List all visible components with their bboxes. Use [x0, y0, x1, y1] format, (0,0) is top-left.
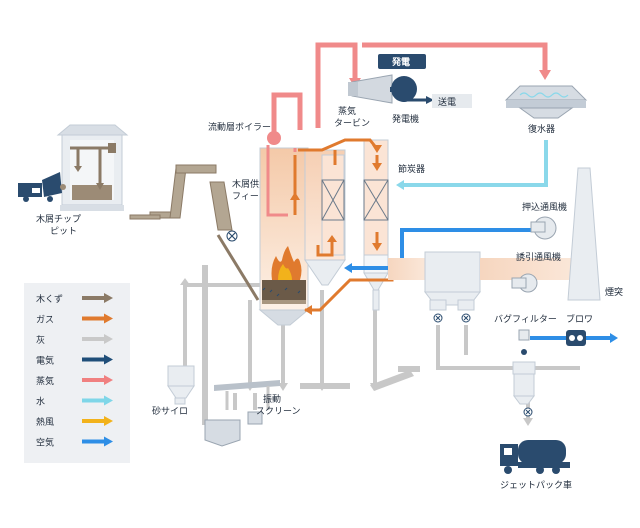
boiler-steam-riser [266, 145, 288, 217]
legend-item-label: 電気 [36, 355, 54, 367]
blower-label: ブロワ [566, 313, 593, 325]
steam-drum-icon [267, 131, 281, 145]
legend-item-arrow-icon [104, 354, 113, 365]
legend-item-arrow-icon [104, 334, 113, 344]
legend-item-label: 空気 [36, 437, 54, 449]
condenser-label: 復水器 [528, 123, 555, 135]
legend-item-label: 灰 [36, 334, 45, 346]
sand-silo-label: 砂サイロ [152, 405, 188, 417]
ash-conveyors [300, 366, 420, 391]
vib-screen [204, 380, 280, 447]
feeder-label: 木屑供給 [232, 178, 268, 190]
chimney-label: 煙突 [605, 286, 623, 298]
legend-item: 熱風 [36, 416, 113, 428]
generator-icon [390, 76, 417, 102]
water-line [402, 140, 548, 187]
legend-item: 蒸気 [36, 375, 113, 387]
transmission-badge: 送電 [432, 94, 472, 108]
vib-screen-label: 振動 [263, 393, 281, 405]
truck-icon [18, 172, 66, 202]
legend-item: 灰 [36, 334, 113, 346]
legend-item-label: 木くず [36, 293, 63, 305]
transmission-label: 送電 [438, 96, 456, 108]
feeder-valve-icon [226, 230, 238, 242]
wood-pit-label: 木屑チップ [36, 213, 81, 225]
feeder-label-2: フィーダ [232, 190, 268, 202]
bag-filter-label: バグフィルター [494, 313, 557, 325]
legend-item-arrow-icon [104, 293, 113, 303]
legend-item-arrow-icon [104, 313, 113, 324]
steam-lines [271, 42, 548, 135]
blower-icon [566, 330, 586, 346]
legend [24, 283, 130, 463]
wood-pit [56, 124, 129, 211]
vib-screen-label-2: スクリーン [256, 406, 301, 417]
fdf-label: 押込通風機 [522, 201, 567, 213]
legend-item: 空気 [36, 436, 113, 449]
boiler-label: 流動層ボイラー [208, 121, 271, 133]
legend-item-arrow-icon [104, 375, 113, 385]
power-gen-label: 発電 [391, 56, 410, 68]
bag-filter-branch [512, 329, 536, 417]
generator-label: 発電機 [392, 113, 419, 125]
legend-item: ガス [36, 313, 113, 326]
legend-item-arrow-icon [104, 395, 113, 406]
legend-item-label: 熱風 [36, 416, 54, 428]
idf-label: 誘引通風機 [516, 251, 561, 263]
legend-item: 木くず [36, 293, 113, 305]
ash-arrowheads [180, 278, 533, 426]
idf-icon [511, 273, 538, 293]
legend-item-arrow-icon [104, 436, 113, 447]
sand-silo [167, 265, 208, 425]
legend-item-label: ガス [36, 315, 54, 326]
economizer-label: 節炭器 [398, 163, 425, 175]
air-arrowheads [344, 263, 618, 343]
legend-item-label: 水 [36, 396, 45, 408]
turbine-label-2: タービン [334, 118, 370, 129]
legend-item-arrow-icon [104, 416, 113, 426]
boiler-gas-arrowhead [290, 192, 300, 200]
power-gen-badge: 発電 [378, 54, 426, 69]
chimney [567, 167, 601, 301]
jet-truck-label: ジェットパック車 [500, 479, 572, 491]
bag-filter-unit [388, 251, 580, 323]
wood-feed-line [216, 234, 260, 301]
water-arrowhead [396, 180, 404, 190]
legend-item: 水 [36, 395, 113, 408]
legend-item: 電気 [36, 354, 113, 367]
turbine-label: 蒸気 [338, 105, 356, 117]
wood-pit-label-2: ピット [50, 226, 77, 237]
wood-conveyor [129, 164, 233, 231]
jet-truck-icon [500, 440, 570, 474]
legend-item-label: 蒸気 [36, 375, 54, 387]
condenser-icon [504, 85, 588, 119]
turbine-icon [348, 74, 393, 104]
electric-line [402, 98, 428, 102]
electric-arrowhead [426, 96, 434, 104]
fdf-icon [530, 216, 557, 240]
